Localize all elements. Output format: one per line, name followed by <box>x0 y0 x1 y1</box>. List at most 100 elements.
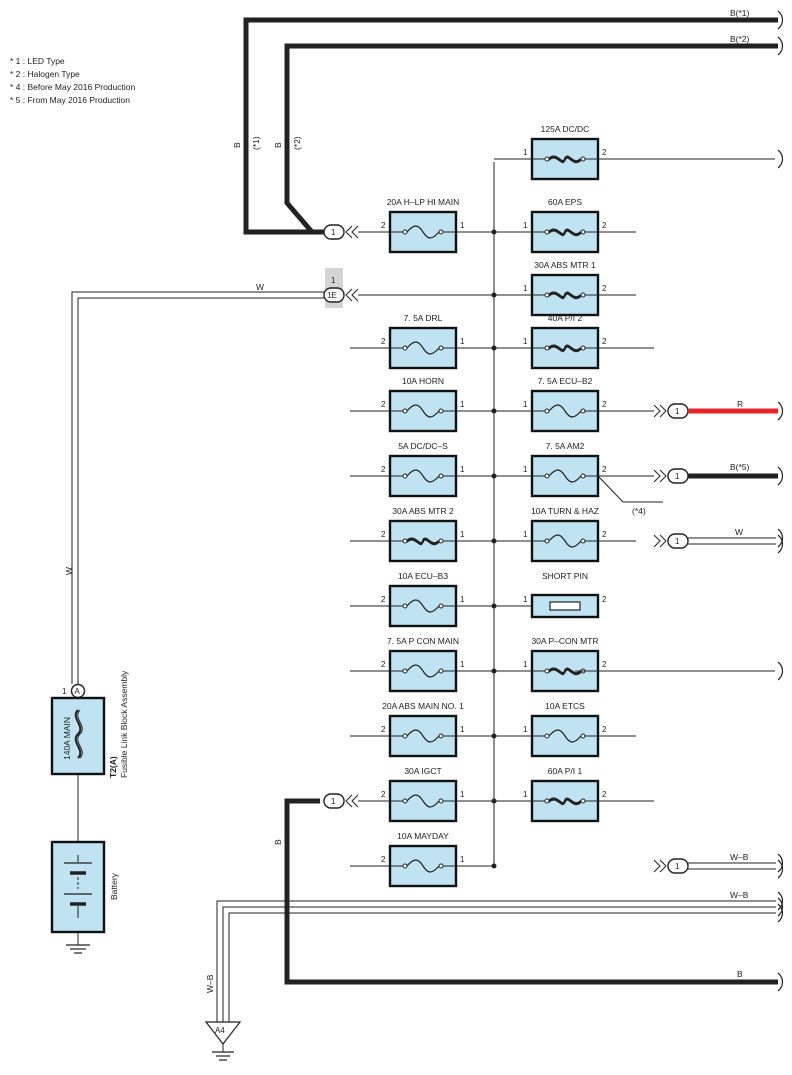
wire-wb-ground: W–B W–B A4 <box>204 890 776 1061</box>
fuse-label: 20A ABS MAIN NO. 1 <box>382 701 464 711</box>
connector-arrow <box>345 225 353 239</box>
pin-right: 2 <box>602 530 607 539</box>
wire-break-icon <box>777 661 784 681</box>
wire-label-w: W <box>256 282 264 292</box>
pin-left: 1 <box>523 221 528 230</box>
wire-label-b-lower: B <box>273 839 283 845</box>
wire-label-b-star1: B(*1) <box>730 8 750 18</box>
pin-right: 2 <box>602 790 607 799</box>
pin-right: 2 <box>602 725 607 734</box>
fuse-right-6: 10A TURN & HAZ 1 2 <box>523 506 607 563</box>
wire-w: W W <box>64 282 324 684</box>
connector-pin: 1 <box>675 407 680 416</box>
pin-right: 1 <box>460 465 465 474</box>
ground-icon <box>66 944 90 954</box>
fuse-left-5: 30A ABS MTR 2 2 1 <box>381 506 465 563</box>
wire-break-icon <box>777 149 784 169</box>
connector-icon <box>323 793 345 809</box>
fuse-icon <box>406 794 440 808</box>
fuse-label: 125A DC/DC <box>541 124 590 134</box>
wire-label-b-bottom: B <box>737 969 743 979</box>
legend: * 1 : LED Type * 2 : Halogen Type * 4 : … <box>10 56 135 105</box>
connector-name: 1E <box>327 291 337 300</box>
connector-pin: 1 <box>331 228 336 237</box>
pin-right: 1 <box>460 530 465 539</box>
wire-break-icon <box>777 401 784 421</box>
pin-left: 2 <box>381 855 386 864</box>
fuse-label: 10A ECU–B3 <box>398 571 448 581</box>
wire-b-star2 <box>284 43 778 234</box>
connector-1: 1 <box>323 224 390 240</box>
connector-igct: 1 B B <box>273 793 778 985</box>
fuse-icon <box>548 469 582 483</box>
wire-break-icon <box>777 10 784 30</box>
fuse-icon <box>406 859 440 873</box>
fuse-label: 5A DC/DC–S <box>398 441 448 451</box>
wire-b-star1 <box>243 17 778 235</box>
fuse-icon <box>406 404 440 418</box>
fusible-link-icon <box>548 797 582 805</box>
legend-item: * 1 : LED Type <box>10 56 65 66</box>
fusible-link-icon <box>548 228 582 236</box>
pin-left: 1 <box>523 148 528 157</box>
pin-left: 1 <box>523 530 528 539</box>
legend-item: * 4 : Before May 2016 Production <box>10 82 135 92</box>
fuse-left-6: 10A ECU–B3 2 1 <box>381 571 465 628</box>
wire-label-wb: W–B <box>730 852 749 862</box>
ground-icon <box>212 1051 234 1061</box>
wire-label-b: B <box>273 142 283 148</box>
fuse-icon <box>406 664 440 678</box>
fuse-label: 10A MAYDAY <box>397 831 449 841</box>
pin-left: 2 <box>381 660 386 669</box>
pin-left: 2 <box>381 221 386 230</box>
fuse-label: 7. 5A AM2 <box>546 441 585 451</box>
fuse-label: 10A HORN <box>402 376 444 386</box>
wire-break-icon <box>777 903 784 923</box>
battery-label: Battery <box>109 872 119 900</box>
battery: Battery <box>50 840 119 954</box>
wire-label-w-out: W <box>735 527 743 537</box>
fuse-label: 30A IGCT <box>404 766 441 776</box>
pin-right: 1 <box>460 855 465 864</box>
fuse-icon <box>548 534 582 548</box>
fuse-label: 60A P/I 1 <box>548 766 583 776</box>
connector-icon <box>667 858 689 874</box>
wire-star4-branch <box>597 475 663 503</box>
wire-label-b5: B(*5) <box>730 462 750 472</box>
wire-breaks <box>777 10 784 992</box>
connector-wb-out: 1 W–B <box>653 852 776 874</box>
pin-left: 1 <box>523 660 528 669</box>
connector-r: 1 R <box>653 399 778 419</box>
pin-right: 2 <box>602 400 607 409</box>
pin-left: 1 <box>523 337 528 346</box>
pin-right: 1 <box>460 337 465 346</box>
wire-note-star2: (*2) <box>292 136 302 150</box>
connector-icon <box>323 224 345 240</box>
fuse-label: 40A P/I 2 <box>548 313 583 323</box>
pin-right: 2 <box>602 284 607 293</box>
fusible-link-icon <box>74 709 82 759</box>
pin-left: 2 <box>381 530 386 539</box>
wire-label-wb2: W–B <box>730 890 749 900</box>
wire-label-b-star2: B(*2) <box>730 34 750 44</box>
fuse-label: SHORT PIN <box>542 571 588 581</box>
fuse-label: 30A ABS MTR 2 <box>392 506 454 516</box>
wire-break-icon <box>777 972 784 992</box>
pin-right: 1 <box>460 595 465 604</box>
short-pin-icon <box>549 601 581 611</box>
main-fuse-block-code: T2(A) <box>108 756 118 778</box>
fuse-label: 10A TURN & HAZ <box>531 506 599 516</box>
fuse-label: 30A P–CON MTR <box>531 636 598 646</box>
connector-b5: 1 B(*5) (*4) <box>597 462 778 516</box>
wire-break-icon <box>777 891 784 911</box>
pin-left: 2 <box>381 595 386 604</box>
